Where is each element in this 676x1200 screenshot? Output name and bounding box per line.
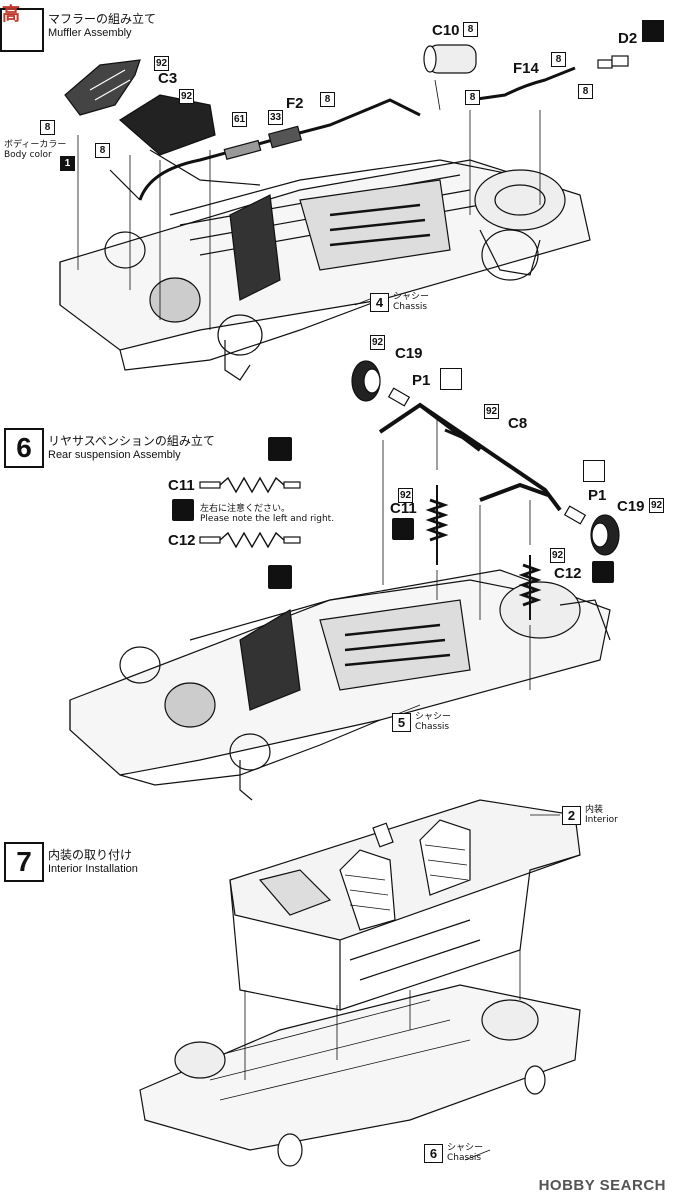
ref-jp: シャシー xyxy=(393,292,430,302)
step6-chassis-drawing xyxy=(69,360,620,801)
step6-title-en: Rear suspension Assembly xyxy=(48,449,181,461)
body-color-en: Body color xyxy=(4,150,52,160)
part-label-c11: C11 xyxy=(390,500,417,517)
color-tag: 8 xyxy=(465,90,480,105)
part-label-c8: C8 xyxy=(508,415,528,432)
step6-title-jp: リヤサスペンションの組み立て xyxy=(48,434,215,448)
step7-interior-drawing xyxy=(139,799,581,1167)
step7-number-box: 7 xyxy=(4,842,44,882)
color-tag: 33 xyxy=(268,110,283,125)
color-tag: 92 xyxy=(398,488,413,503)
part-label-p1-right: P1 xyxy=(588,487,607,504)
shock-absorber-icon xyxy=(268,437,292,461)
part-label-c19-right: C19 xyxy=(617,498,645,515)
color-tag: 92 xyxy=(154,56,169,71)
body-color-tag: 1 xyxy=(60,156,75,171)
ref-en: Chassis xyxy=(393,302,428,312)
color-tag: 61 xyxy=(232,112,247,127)
ref-number: 2 xyxy=(562,805,581,825)
color-tag: 92 xyxy=(370,335,385,350)
part-label-c11-spring: C11 xyxy=(168,477,195,494)
note-jp: 左右に注意ください。 xyxy=(200,504,291,514)
step5-chassis-drawing xyxy=(59,44,629,381)
part-label-c12: C12 xyxy=(554,565,582,582)
part-label-c3: C3 xyxy=(158,70,178,87)
left-right-note: 左右に注意ください。 Please note the left and righ… xyxy=(200,501,334,524)
shock-absorber-icon xyxy=(268,565,292,589)
part-label-f14: F14 xyxy=(513,60,539,77)
color-tag: 92 xyxy=(484,404,499,419)
no-glue-icon xyxy=(440,368,462,390)
color-tag: 8 xyxy=(551,52,566,67)
ref-number: 4 xyxy=(370,292,389,312)
step7-title-jp: 内装の取り付け xyxy=(48,848,133,862)
no-glue-icon xyxy=(642,20,664,42)
ref-number: 6 xyxy=(424,1143,443,1163)
ref-jp: シャシー xyxy=(415,712,452,722)
caution-icon xyxy=(172,499,194,521)
watermark-logo: HOBBY SEARCH xyxy=(538,1177,666,1194)
step6-title: リヤサスペンションの組み立て Rear suspension Assembly xyxy=(48,432,215,461)
color-tag: 92 xyxy=(179,89,194,104)
step5-title-jp: マフラーの組み立て xyxy=(48,12,157,26)
color-tag: 92 xyxy=(649,498,664,513)
ref-jp: 内装 xyxy=(585,805,604,815)
ref-jp: シャシー xyxy=(447,1143,484,1153)
color-tag: 8 xyxy=(320,92,335,107)
step5-title-en: Muffler Assembly xyxy=(48,27,132,39)
color-tag: 92 xyxy=(550,548,565,563)
step5-number-box xyxy=(0,8,44,52)
body-color-note: ボディーカラー Body color xyxy=(4,137,66,160)
color-tag: 8 xyxy=(95,143,110,158)
caution-icon xyxy=(592,561,614,583)
ref-en: Interior xyxy=(585,815,618,825)
ref-en: Chassis xyxy=(447,1153,482,1163)
ref-number: 5 xyxy=(392,712,411,732)
step7-title-en: Interior Installation xyxy=(48,863,138,875)
part-label-c12-spring: C12 xyxy=(168,532,196,549)
color-tag: 8 xyxy=(40,120,55,135)
part-label-d2: D2 xyxy=(618,30,638,47)
part-label-c10: C10 xyxy=(432,22,460,39)
part-label-f2: F2 xyxy=(286,95,304,112)
part-label-p1: P1 xyxy=(412,372,431,389)
note-en: Please note the left and right. xyxy=(200,514,335,524)
body-color-jp: ボディーカラー xyxy=(4,140,67,150)
site-logo: 高 xyxy=(2,4,20,25)
step7-title: 内装の取り付け Interior Installation xyxy=(48,846,138,875)
step6-number-box: 6 xyxy=(4,428,44,468)
part-label-c19: C19 xyxy=(395,345,423,362)
step5-title: マフラーの組み立て Muffler Assembly xyxy=(48,10,156,39)
color-tag: 8 xyxy=(463,22,478,37)
no-glue-icon xyxy=(583,460,605,482)
caution-icon xyxy=(392,518,414,540)
color-tag: 8 xyxy=(578,84,593,99)
ref-en: Chassis xyxy=(415,722,450,732)
